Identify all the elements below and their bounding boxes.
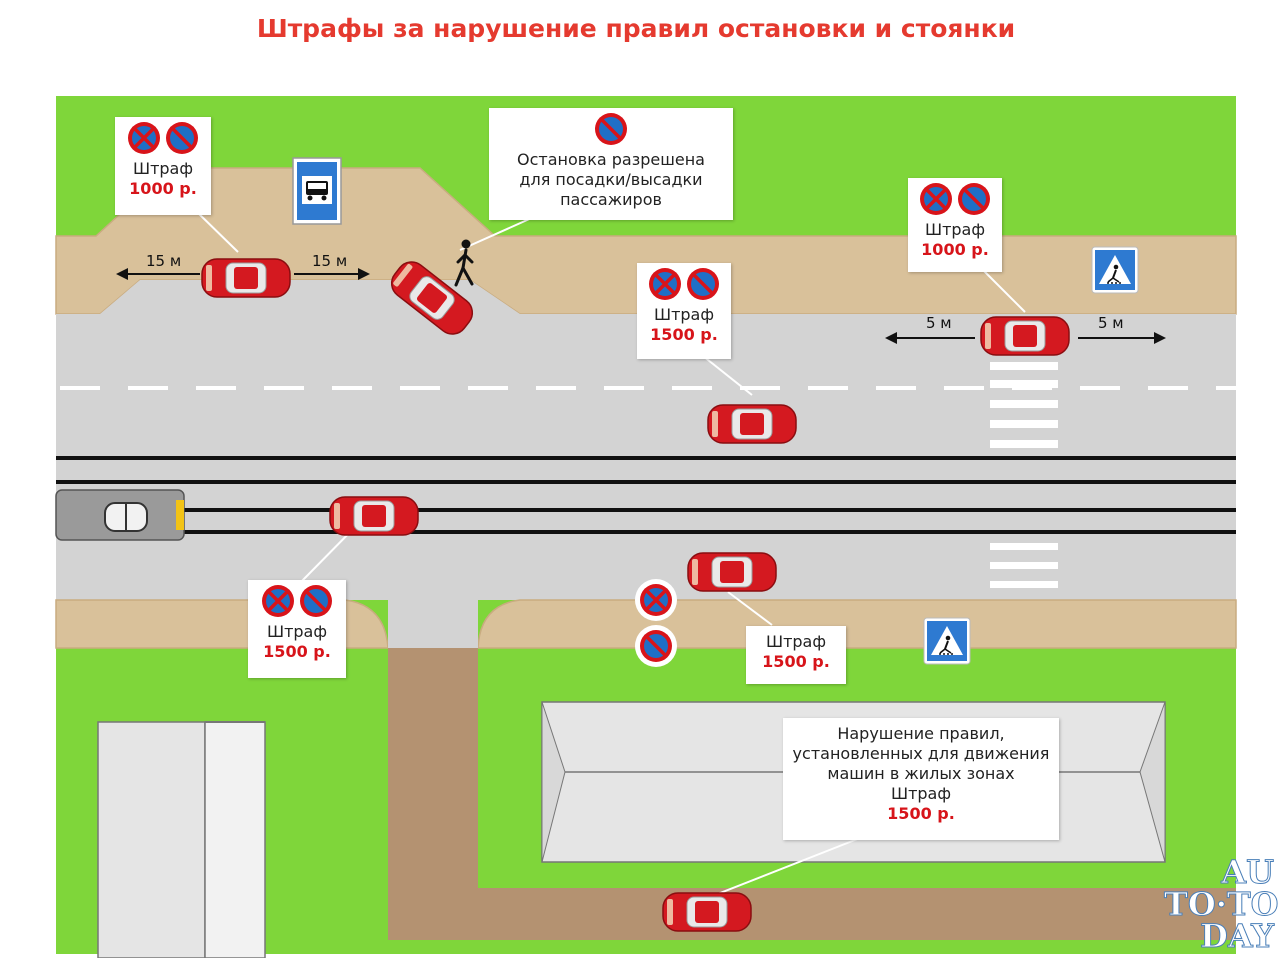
- fine-amount: 1500 р.: [762, 652, 830, 671]
- fine-label: Штраф: [266, 622, 328, 641]
- callout-no-stop-sign-fine: Штраф 1500 р.: [746, 626, 846, 684]
- distance-label: 15 м: [312, 252, 348, 270]
- watermark-line: DAY: [1200, 917, 1275, 955]
- driveway-entrance: [388, 600, 478, 648]
- boarding-text-line: пассажиров: [560, 190, 662, 209]
- car-icon: [687, 552, 777, 592]
- no-parking-sign-icon: [299, 584, 333, 618]
- car-icon: [980, 316, 1070, 356]
- fine-amount: 1500 р.: [650, 325, 718, 344]
- residential-text-line: установленных для движения: [792, 744, 1050, 763]
- boarding-text-line: Остановка разрешена: [517, 150, 705, 169]
- fine-amount: 1000 р.: [921, 240, 989, 259]
- residential-text-line: Нарушение правил,: [837, 724, 1005, 743]
- crosswalk-top: [990, 362, 1058, 448]
- fine-label: Штраф: [890, 784, 952, 803]
- watermark-line: TO·TO: [1164, 885, 1280, 923]
- fine-label: Штраф: [924, 220, 986, 239]
- no-stopping-sign-icon: [648, 267, 682, 301]
- car-icon: [329, 496, 419, 536]
- tram-rail: [56, 530, 1236, 534]
- driveway: [388, 648, 1236, 940]
- car-icon: [662, 892, 752, 932]
- no-parking-sign-icon: [165, 121, 199, 155]
- callout-crosswalk-fine: Штраф 1000 р.: [908, 178, 1002, 272]
- crosswalk-bottom: [990, 543, 1058, 588]
- distance-label: 5 м: [1098, 314, 1124, 332]
- pedestrian-crossing-sign-icon: [923, 617, 971, 665]
- building-left: [97, 721, 266, 958]
- fine-amount: 1000 р.: [129, 179, 197, 198]
- dimension-arrows: [116, 268, 1166, 344]
- tram-rail: [56, 480, 1236, 484]
- no-stopping-sign-icon: [919, 182, 953, 216]
- pedestrian-icon: [454, 239, 474, 287]
- boarding-text-line: для посадки/высадки: [519, 170, 703, 189]
- fine-label: Штраф: [765, 632, 827, 651]
- page-title: Штрафы за нарушение правил остановки и с…: [256, 14, 1016, 43]
- distance-label: 15 м: [146, 252, 182, 270]
- bottom-sidewalk-right: [477, 599, 1237, 649]
- car-icon: [201, 258, 291, 298]
- callout-boarding-allowed: Остановка разрешена для посадки/высадки …: [489, 108, 733, 220]
- callout-tram-tracks-fine: Штраф 1500 р.: [248, 580, 346, 678]
- no-parking-sign-icon: [957, 182, 991, 216]
- watermark-logo: AU TO·TO DAY: [1164, 853, 1280, 955]
- fine-amount: 1500 р.: [263, 642, 331, 661]
- distance-label: 5 м: [926, 314, 952, 332]
- watermark-line: AU: [1221, 853, 1275, 891]
- tram-rail: [56, 508, 1236, 512]
- no-stopping-sign-icon: [127, 121, 161, 155]
- no-parking-sign-icon: [594, 112, 628, 146]
- fine-label: Штраф: [653, 305, 715, 324]
- tram-rail: [56, 456, 1236, 460]
- tram-icon: [55, 489, 185, 541]
- no-parking-sign-icon: [686, 267, 720, 301]
- no-stopping-sign-icon: [261, 584, 295, 618]
- fine-amount: 1500 р.: [887, 804, 955, 823]
- bus-stop-sign-icon: [292, 157, 342, 225]
- residential-text-line: машин в жилых зонах: [827, 764, 1015, 783]
- fine-label: Штраф: [132, 159, 194, 178]
- no-stopping-sign-icon: [635, 579, 677, 621]
- callout-residential-zone-fine: Нарушение правил, установленных для движ…: [783, 718, 1059, 840]
- callout-bus-stop-fine: Штраф 1000 р.: [115, 117, 211, 215]
- no-parking-sign-icon: [635, 625, 677, 667]
- pedestrian-crossing-sign-icon: [1091, 246, 1139, 294]
- callout-lane-edge-fine: Штраф 1500 р.: [637, 263, 731, 359]
- car-icon: [707, 404, 797, 444]
